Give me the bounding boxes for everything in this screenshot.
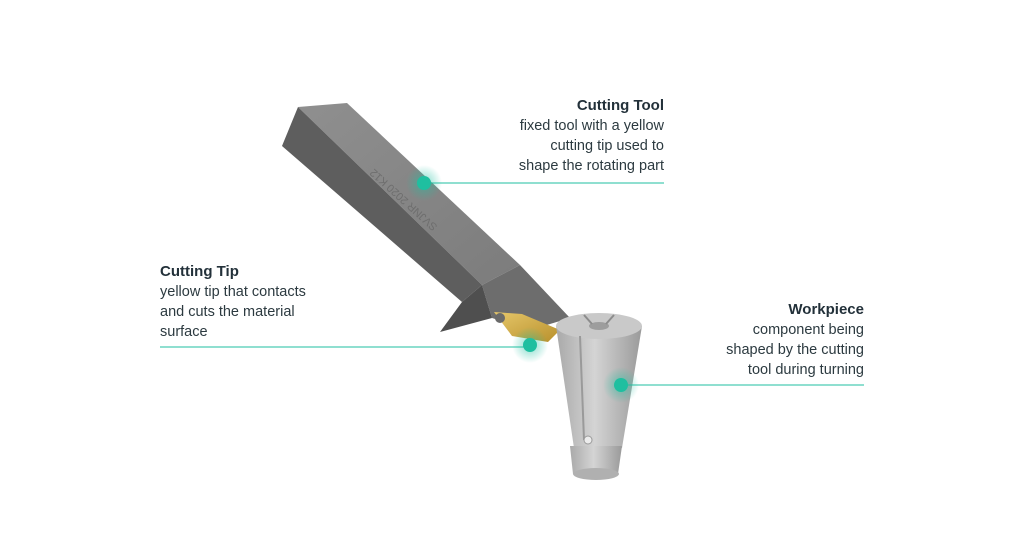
hotspot-cutting-tip[interactable] [512,327,548,363]
insert-screw [495,313,505,323]
hotspot-workpiece[interactable] [603,367,639,403]
callout-description-line: yellow tip that contacts [160,284,306,300]
callout-description-line: tool during turning [747,362,864,378]
callout-description-line: fixed tool with a yellow [519,118,664,134]
tool-head-lower [440,285,492,332]
hotspot-cutting-tool[interactable] [406,165,442,201]
tool-side-face [282,107,482,302]
callout-description-line: and cuts the material [160,304,295,320]
workpiece-shape [556,313,642,480]
callout-description-line: shaped by the cutting [726,342,864,358]
callout-cutting-tool: Cutting Tool fixed tool with a yellow cu… [440,96,664,176]
tool-top-face [298,103,520,285]
cutting-tool: SVJNR 2020 K12 [282,103,570,332]
callout-title: Cutting Tool [576,97,664,114]
callout-description-line: surface [160,324,208,340]
callout-description-line: shape the rotating part [518,158,664,174]
callout-workpiece: Workpiece component being shaped by the … [690,300,864,380]
callout-description-line: component being [752,322,864,338]
callout-title: Workpiece [788,301,864,318]
callout-description-line: cutting tip used to [550,138,664,154]
callout-title: Cutting Tip [160,263,239,280]
callout-cutting-tip: Cutting Tip yellow tip that contacts and… [160,262,390,342]
